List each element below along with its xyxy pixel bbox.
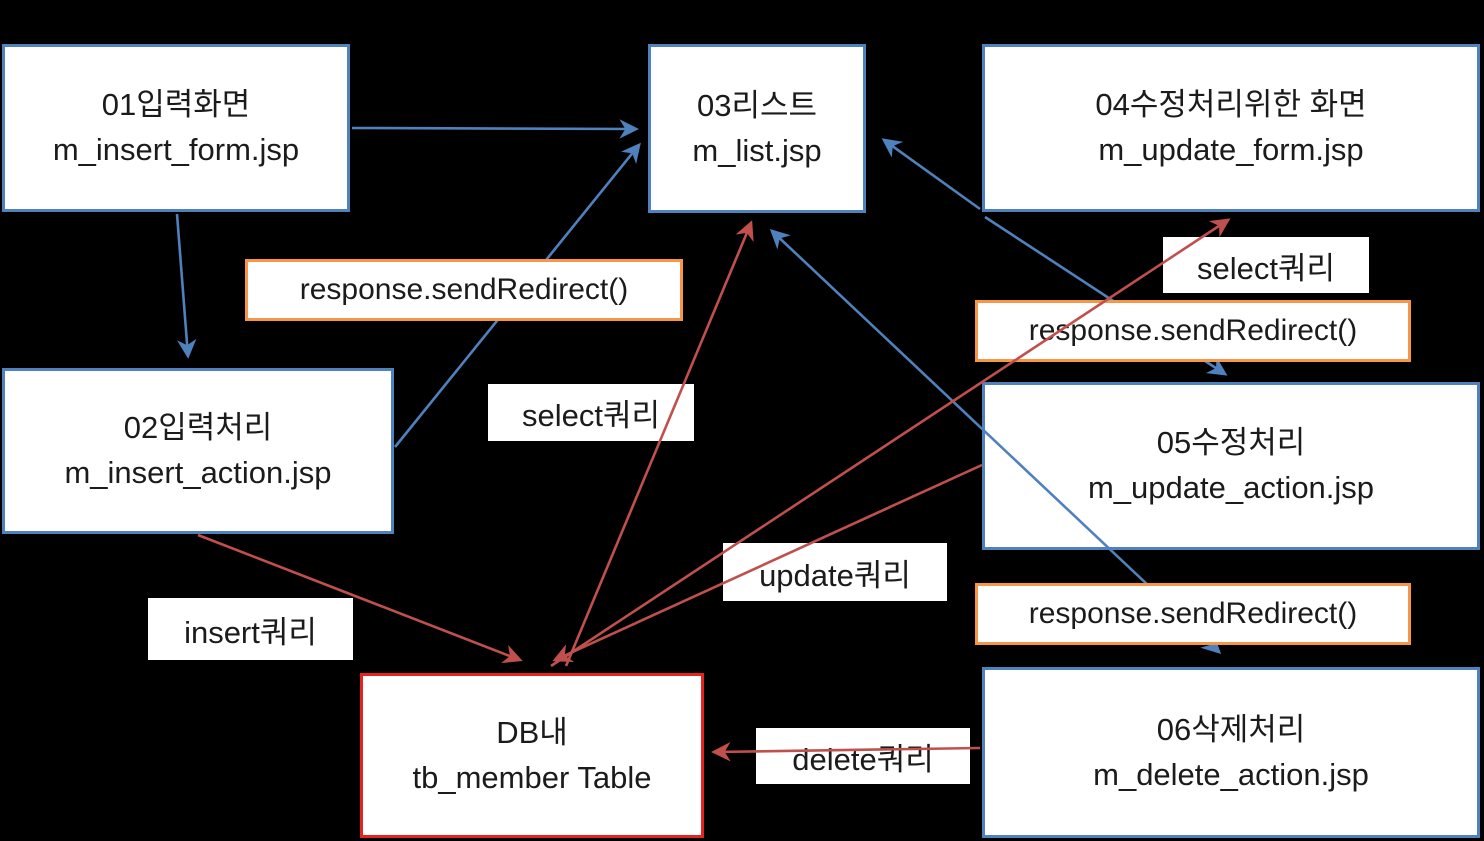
node-list-title: 03리스트	[696, 87, 818, 123]
node-delete-action-file: m_delete_action.jsp	[1093, 756, 1369, 792]
label-delete-query: delete쿼리	[756, 728, 970, 784]
label-update-query-text: update쿼리	[759, 557, 911, 593]
arrow-insert-form-to-insert-action	[175, 213, 197, 359]
label-insert-query-text: insert쿼리	[184, 614, 317, 650]
node-insert-action-file: m_insert_action.jsp	[64, 455, 332, 490]
node-delete-action-title: 06삭제처리	[1156, 711, 1306, 747]
label-redirect-after-update: response.sendRedirect()	[975, 300, 1411, 362]
node-update-action-file: m_update_action.jsp	[1087, 470, 1375, 505]
node-list-file: m_list.jsp	[692, 132, 822, 168]
node-insert-form-title: 01입력화면	[101, 87, 251, 123]
label-update-query: update쿼리	[723, 543, 947, 601]
arrow-insert-form-to-list	[351, 119, 639, 139]
node-db-table: DB내 tb_member Table	[360, 673, 704, 838]
node-insert-form: 01입력화면 m_insert_form.jsp	[2, 44, 350, 212]
node-insert-action-title: 02입력처리	[123, 410, 273, 446]
node-list: 03리스트 m_list.jsp	[648, 44, 866, 213]
node-delete-action: 06삭제처리 m_delete_action.jsp	[982, 667, 1480, 838]
label-redirect-after-delete-text: response.sendRedirect()	[1028, 597, 1358, 630]
node-db-table-file: tb_member Table	[412, 759, 652, 795]
label-delete-query-text: delete쿼리	[792, 741, 934, 777]
label-select-query-list: select쿼리	[488, 384, 694, 441]
node-update-form: 04수정처리위한 화면 m_update_form.jsp	[982, 44, 1480, 212]
node-db-table-title: DB내	[496, 714, 568, 750]
node-update-form-title: 04수정처리위한 화면	[1095, 87, 1367, 123]
label-redirect-after-update-text: response.sendRedirect()	[1028, 314, 1358, 347]
node-update-form-file: m_update_form.jsp	[1098, 132, 1364, 167]
arrow-update-form-to-list	[881, 138, 981, 211]
label-redirect-after-delete: response.sendRedirect()	[975, 583, 1411, 645]
label-redirect-after-insert: response.sendRedirect()	[245, 259, 683, 321]
label-select-query-form-text: select쿼리	[1196, 250, 1336, 286]
label-redirect-after-insert-text: response.sendRedirect()	[299, 273, 629, 306]
label-insert-query: insert쿼리	[148, 598, 353, 660]
label-select-query-list-text: select쿼리	[521, 398, 661, 433]
node-insert-action: 02입력처리 m_insert_action.jsp	[2, 368, 394, 534]
node-insert-form-file: m_insert_form.jsp	[52, 132, 300, 167]
label-select-query-form: select쿼리	[1163, 237, 1369, 293]
node-update-action-title: 05수정처리	[1156, 425, 1306, 461]
node-update-action: 05수정처리 m_update_action.jsp	[982, 382, 1480, 550]
